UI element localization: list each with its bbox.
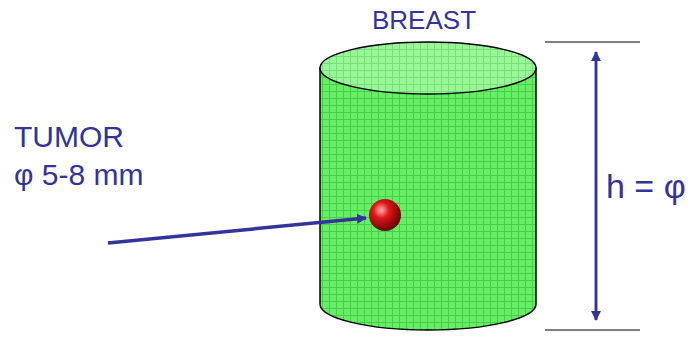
leader-arrow [108, 218, 366, 243]
dimension-line [595, 52, 598, 320]
part-name: TUMOR [14, 120, 124, 153]
part-title: BREAST [372, 6, 476, 35]
cylinder-top [320, 42, 536, 94]
dimension-tick [545, 41, 640, 42]
breast-cylinder [320, 68, 536, 330]
dimension-tick [545, 329, 640, 330]
dimension-line [595, 52, 598, 320]
dimension-text: φ 5-8 mm [14, 158, 143, 191]
tumor-sphere [369, 199, 401, 231]
dimension-text: h = φ [606, 168, 686, 205]
